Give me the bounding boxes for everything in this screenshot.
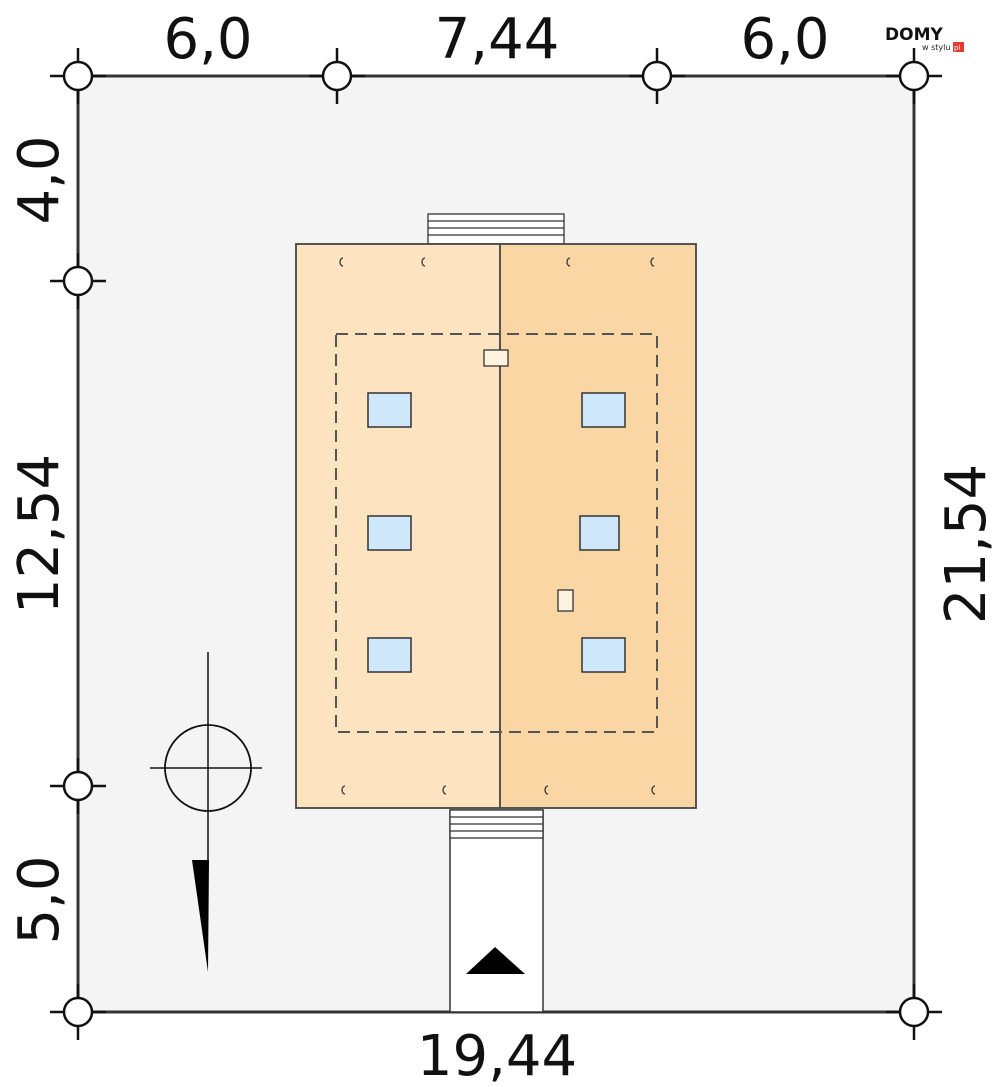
dimension-top-right: 6,0 — [740, 7, 829, 72]
dimension-bottom-total: 19,44 — [417, 1024, 577, 1087]
skylight — [367, 515, 412, 551]
dimension-left-bottom: 5,0 — [7, 855, 72, 944]
grid-markers — [50, 48, 942, 1040]
front-steps — [449, 809, 544, 839]
skylight — [367, 392, 412, 428]
dimension-left-top: 4,0 — [7, 135, 72, 224]
brand-tagline: w stylu — [922, 43, 950, 52]
skylight — [367, 637, 412, 673]
brand-name: DOMY — [885, 25, 943, 45]
dimension-top-left: 6,0 — [163, 7, 252, 72]
brand-suffix-badge — [953, 42, 964, 52]
skylight — [579, 515, 620, 551]
skylights — [367, 392, 626, 673]
north-compass-icon — [150, 652, 262, 972]
building-outline — [335, 333, 658, 733]
skylight — [581, 637, 626, 673]
chimney — [483, 349, 509, 367]
brand-suffix: pl — [954, 44, 960, 52]
driveway — [449, 809, 544, 1013]
brand-logo: DOMY w stylu pl — [885, 25, 964, 52]
entrance-arrow-icon — [466, 947, 525, 974]
downspouts — [339, 257, 656, 795]
dimension-top-middle: 7,44 — [435, 7, 560, 72]
rear-steps — [427, 213, 565, 245]
house-roof — [295, 243, 697, 809]
dimension-right-total: 21,54 — [934, 464, 995, 624]
vent — [557, 589, 574, 612]
dimension-left-middle: 12,54 — [7, 454, 72, 614]
skylight — [581, 392, 626, 428]
